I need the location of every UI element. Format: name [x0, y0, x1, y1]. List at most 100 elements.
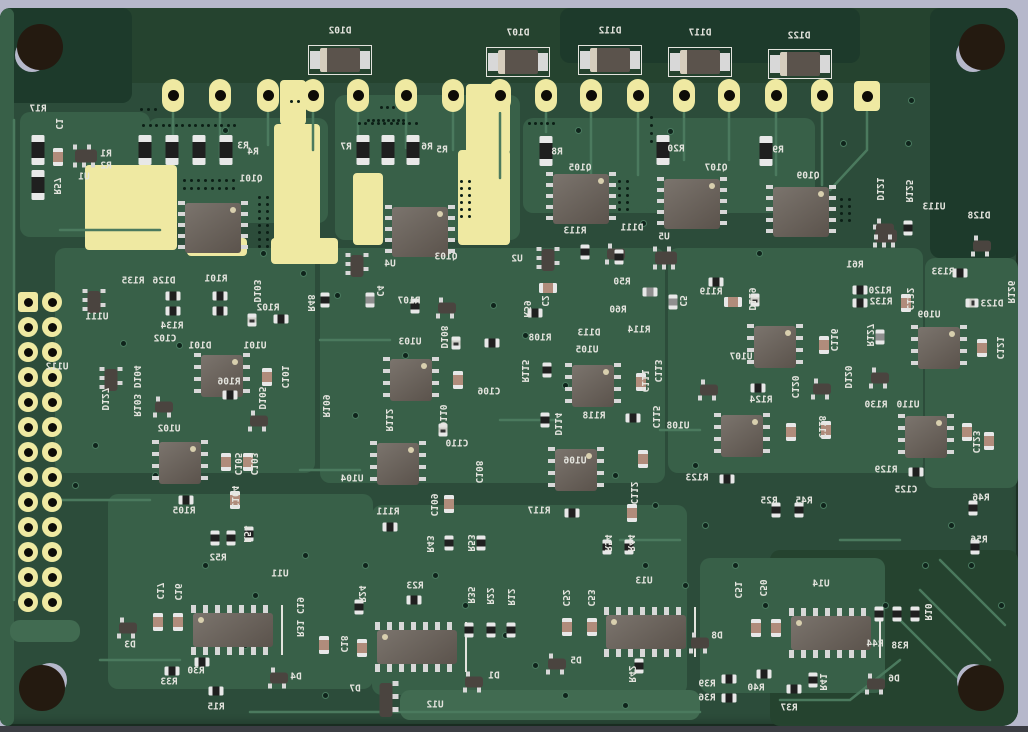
connector-hole: [47, 522, 57, 532]
component-res: [212, 306, 228, 316]
ic-pin: [714, 413, 721, 417]
ic-pin: [888, 234, 892, 240]
ic-pin: [241, 212, 248, 216]
ic-pin: [419, 465, 426, 469]
ic-pin: [811, 394, 815, 400]
silkscreen-label-D108: D108: [437, 325, 449, 349]
via: [756, 250, 763, 257]
solder-dot: [618, 194, 621, 197]
ic-body: [248, 410, 268, 432]
component-R37: [786, 684, 802, 694]
ic-pin: [609, 172, 616, 176]
silkscreen-label-D4: D4: [290, 671, 302, 683]
component-U106: [548, 447, 604, 491]
solder-dot: [840, 212, 843, 215]
ic-pin: [385, 205, 392, 209]
ic-pin: [720, 177, 727, 181]
component-R7: [406, 135, 420, 165]
ic-pin: [883, 383, 887, 389]
component-C18: [319, 636, 329, 654]
ic-pin: [848, 608, 854, 616]
exposed-copper-area: [353, 173, 383, 245]
ic-pin: [432, 357, 439, 361]
component-R59: [527, 308, 543, 318]
component-C16: [173, 613, 183, 631]
pin1-marker: [752, 419, 758, 425]
component-R3: [192, 135, 206, 165]
ic-pin: [167, 412, 171, 418]
diode-pad: [770, 55, 782, 73]
silkscreen-label-U105: U105: [575, 344, 599, 356]
component-U104: [370, 441, 426, 485]
ic-pin: [974, 235, 978, 241]
pad-hole: [817, 90, 828, 101]
component-C121: [977, 339, 987, 357]
silkscreen-label-D6: D6: [888, 673, 900, 685]
ic-body: [178, 201, 248, 253]
component-U11: [190, 605, 283, 655]
solder-dot: [848, 212, 851, 215]
ic-pin: [657, 210, 664, 214]
component-D128: [971, 235, 991, 257]
solder-dot: [200, 124, 204, 127]
ic-pin: [99, 376, 105, 380]
component-R2: [165, 135, 179, 165]
pad-hole: [586, 90, 597, 101]
ic-pin: [178, 212, 185, 216]
solder-dot: [395, 122, 399, 125]
connector-hole: [23, 522, 33, 532]
silkscreen-label-D105: D105: [255, 386, 267, 410]
silkscreen-label-R15: R15: [207, 701, 225, 713]
ic-pin: [345, 253, 351, 257]
component-D111: [614, 249, 624, 265]
ic-body: [546, 172, 616, 224]
ic-body: [268, 667, 288, 689]
ic-pin: [446, 664, 452, 672]
ic-pin: [178, 223, 185, 227]
silkscreen-label-R103-D104: R103 D104: [130, 365, 142, 417]
ic-pin: [657, 188, 664, 192]
solder-dot: [266, 196, 269, 199]
silkscreen-label-D103: D103: [250, 279, 262, 303]
solder-dot: [376, 122, 380, 125]
component-R105: [178, 495, 194, 505]
via: [640, 220, 647, 227]
solder-dot: [218, 179, 221, 182]
ic-pin: [436, 313, 440, 319]
ic-pin: [615, 649, 621, 657]
silkscreen-label-C2: C2: [538, 295, 550, 307]
ic-pin: [565, 387, 572, 391]
component-R133: [952, 268, 968, 278]
silkscreen-label-R43: R43: [423, 535, 435, 553]
component-C51: [771, 619, 781, 637]
diode-pad: [670, 53, 682, 71]
silkscreen-label-C4: C4: [373, 285, 385, 297]
ic-pin: [190, 647, 196, 655]
silkscreen-label-D111: D111: [620, 222, 644, 234]
ic-pin: [202, 647, 208, 655]
ic-pin: [873, 224, 877, 230]
ic-pin: [153, 412, 157, 418]
silkscreen-label-R10: R10: [921, 603, 933, 621]
solder-dot: [468, 187, 471, 190]
connector-hole: [23, 572, 33, 582]
solder-dot: [168, 124, 171, 127]
solder-dot: [552, 122, 555, 125]
diode-pad: [488, 53, 500, 71]
ic-pin: [243, 353, 250, 357]
ic-pin: [201, 464, 208, 468]
silkscreen-label-R117: R117: [527, 505, 551, 517]
component-R111: [382, 522, 398, 532]
silkscreen-line: [465, 622, 467, 672]
solder-dot: [618, 187, 621, 190]
ic-pin: [131, 633, 135, 639]
component-R106: [222, 390, 238, 400]
solder-dot: [148, 124, 152, 127]
silkscreen-label-C102: C102: [153, 333, 177, 345]
component-U109: [911, 325, 967, 369]
silkscreen-line: [694, 607, 696, 657]
solder-dot: [848, 219, 851, 222]
pin1-marker: [818, 191, 824, 197]
solder-dot: [225, 187, 228, 190]
ic-pin: [241, 201, 248, 205]
